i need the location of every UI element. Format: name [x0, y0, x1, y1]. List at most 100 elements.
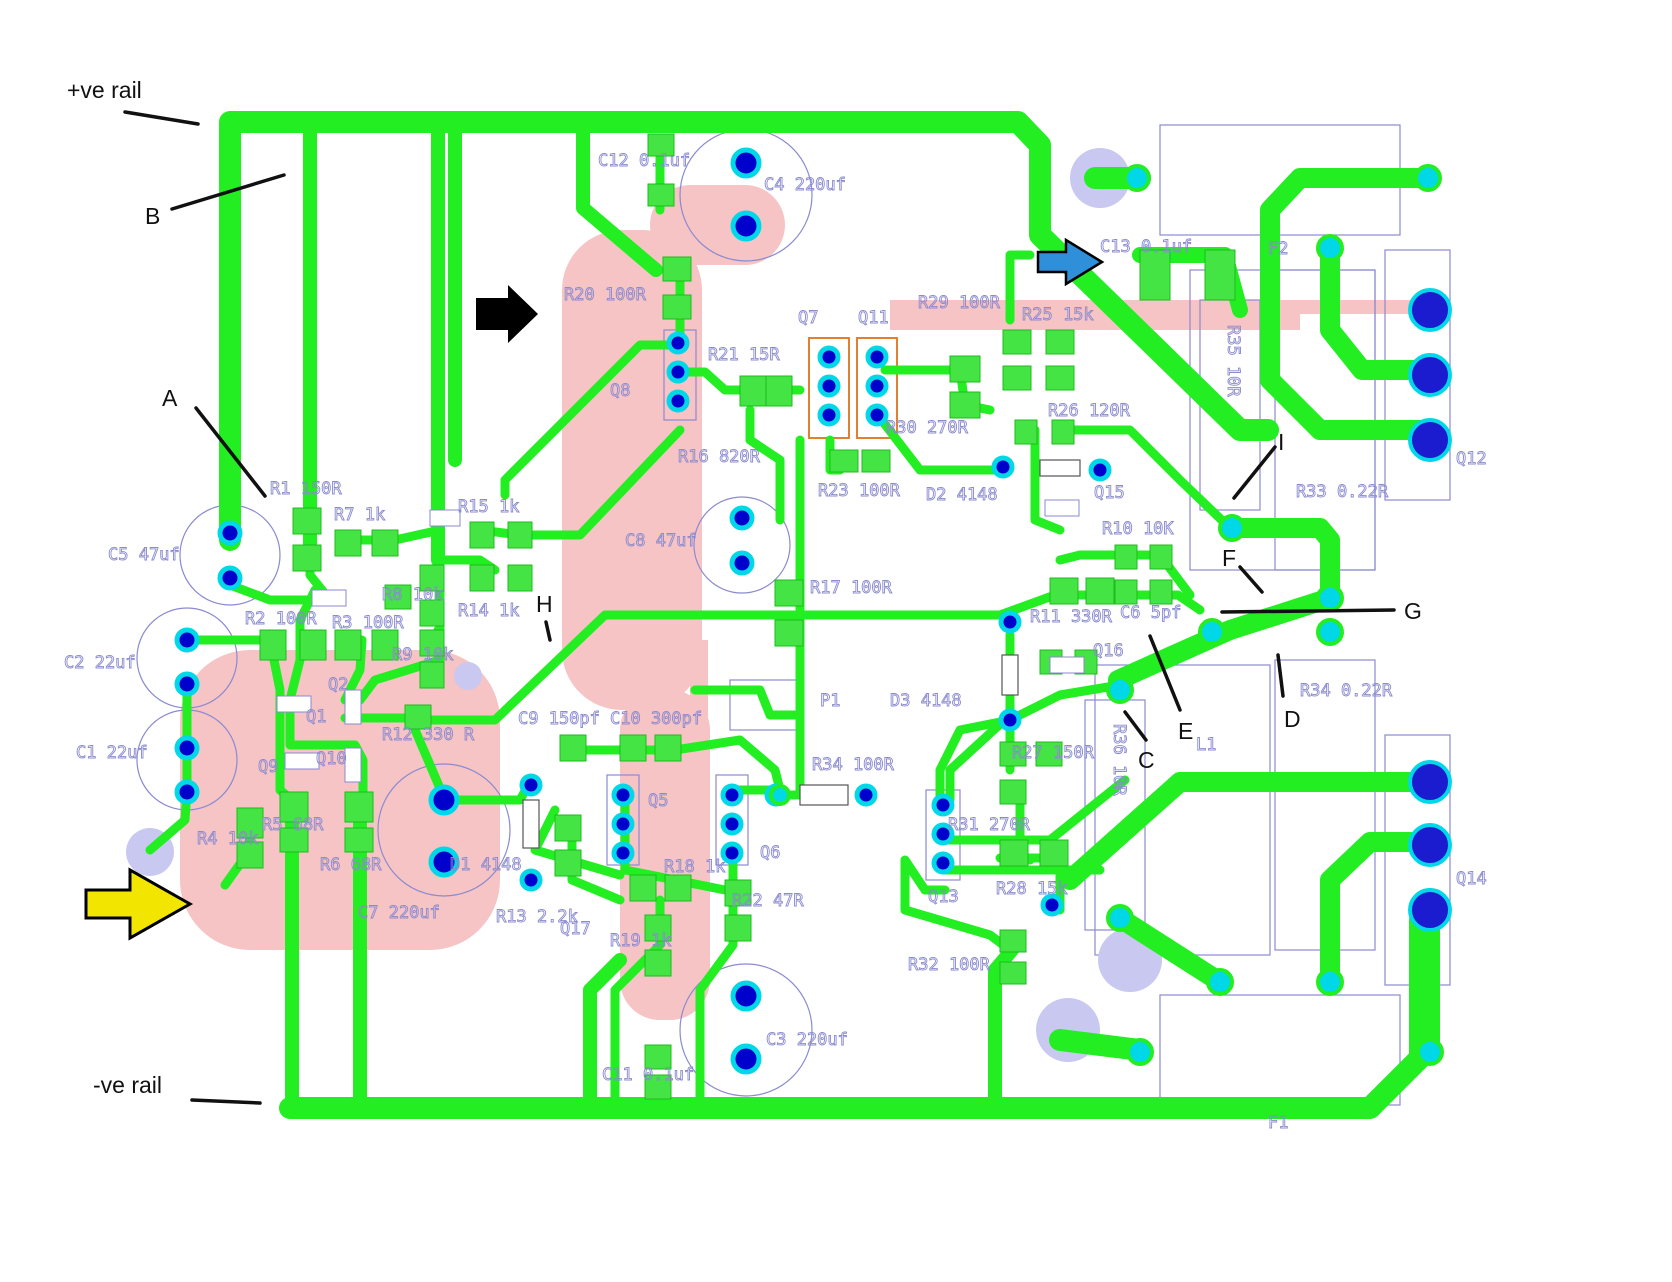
pad: [724, 879, 752, 907]
label-d2: D2 4148: [926, 485, 998, 505]
pad: [279, 791, 309, 823]
th-pad: [729, 550, 755, 576]
pad: [419, 599, 445, 627]
label-q8: Q8: [610, 381, 630, 401]
label-r30: R30 270R: [886, 418, 969, 438]
pad: [419, 564, 445, 592]
annot-b: B: [145, 203, 160, 229]
pour-top-cap: [650, 185, 785, 265]
neg-drop-3: [583, 953, 627, 1115]
pad: [662, 294, 692, 320]
th-pad: [428, 846, 460, 878]
sot: [344, 689, 362, 725]
sot: [1049, 656, 1085, 674]
pour-center-vertical: [562, 230, 702, 710]
th-pad: [817, 403, 841, 427]
component-labels: C12 0.1uf C4 220uf C13 0.1uf R20 100R R2…: [64, 151, 1488, 1134]
label-r8: R8 10k: [382, 585, 443, 605]
blue-arrow: [1036, 237, 1105, 287]
leader-e: [1148, 634, 1182, 712]
th-pad: [730, 1043, 762, 1075]
pad: [1002, 329, 1032, 355]
pad: [1045, 365, 1075, 391]
label-l1: L1: [1196, 735, 1216, 755]
label-r7: R7 1k: [334, 505, 385, 525]
label-r10: R10 10K: [1102, 519, 1174, 539]
th-pad: [998, 610, 1022, 634]
annot-d: D: [1284, 706, 1301, 732]
label-r22: R22 47R: [732, 891, 804, 911]
pad: [559, 734, 587, 762]
leader-i: [1232, 445, 1277, 500]
th-pad: [519, 868, 543, 892]
via: [1316, 584, 1344, 612]
via: [1198, 618, 1226, 646]
th-pad: [1088, 458, 1112, 482]
leader-neg-rail: [190, 1098, 262, 1105]
label-r33: R33 0.22R: [1296, 482, 1389, 502]
leader-h: [544, 620, 552, 642]
sot: [344, 747, 362, 783]
pad: [554, 849, 582, 877]
r29-trace: [1005, 250, 1035, 325]
th-pad: [428, 784, 460, 816]
pad: [1002, 365, 1032, 391]
pad: [334, 529, 362, 557]
label-d1: D1 4148: [450, 855, 522, 875]
th-pad: [730, 210, 762, 242]
via: [1316, 968, 1344, 996]
pad: [629, 874, 657, 902]
neg-rail-trace: [279, 909, 1431, 1119]
pad: [507, 521, 533, 549]
output-pad: [1408, 823, 1452, 867]
label-c7: C7 220uf: [358, 903, 440, 923]
r5-trace: [235, 635, 285, 750]
th-pad: [666, 360, 690, 384]
black-arrow: [476, 285, 538, 343]
sot: [284, 752, 320, 770]
via: [1206, 968, 1234, 996]
th-pad: [720, 812, 744, 836]
pad: [999, 961, 1027, 985]
leader-g: [1220, 608, 1396, 614]
pad: [299, 629, 327, 661]
label-r31: R31 270R: [948, 815, 1031, 835]
label-f1: F1: [1268, 1113, 1288, 1133]
th-pad: [730, 147, 762, 179]
pad: [334, 629, 362, 661]
pad: [664, 874, 692, 902]
th-pad: [720, 783, 744, 807]
label-q6: Q6: [760, 843, 780, 863]
leader-c: [1123, 710, 1148, 742]
th-pad: [1040, 893, 1064, 917]
label-c9: C9 150pf: [518, 709, 600, 729]
th-pad: [611, 841, 635, 865]
pad: [1204, 249, 1236, 301]
pad: [644, 1074, 672, 1100]
pad: [507, 564, 533, 592]
th-pad: [611, 783, 635, 807]
label-r9: R9 10k: [392, 645, 453, 665]
pad: [644, 1044, 672, 1070]
via: [1126, 1038, 1154, 1066]
th-pad: [729, 505, 755, 531]
label-r18: R18 1k: [664, 857, 725, 877]
pad: [236, 841, 264, 869]
diode-d1: [522, 799, 540, 849]
leader-pos-rail: [123, 110, 200, 126]
smd-pads: [236, 133, 1236, 1100]
label-q5: Q5: [648, 791, 668, 811]
pos-rail-trace: [219, 111, 1279, 551]
p1-trace: [690, 685, 805, 720]
label-q14: Q14: [1456, 869, 1487, 889]
th-pad: [730, 980, 762, 1012]
pad: [739, 375, 767, 407]
leader-b: [170, 173, 286, 211]
via: [1416, 1038, 1444, 1066]
pad: [1035, 741, 1063, 767]
label-r15: R15 1k: [458, 497, 519, 517]
label-r13: R13 2.2k: [496, 907, 578, 927]
label-r6: R6 68R: [320, 855, 382, 875]
label-q17: Q17: [560, 919, 591, 939]
